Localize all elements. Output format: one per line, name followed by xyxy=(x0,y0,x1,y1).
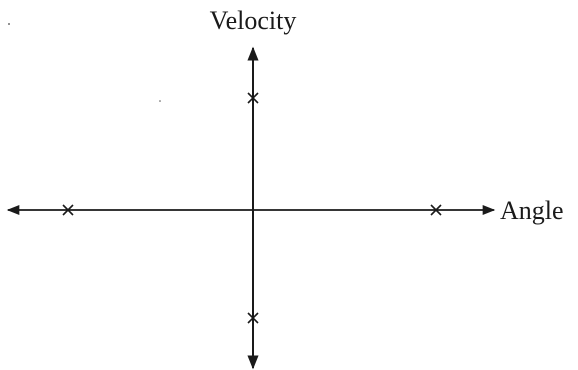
marker-top xyxy=(247,92,259,104)
scan-speck xyxy=(8,23,10,25)
velocity-label: Velocity xyxy=(210,6,297,35)
marker-right xyxy=(430,204,442,216)
marker-bottom xyxy=(247,312,259,324)
angle-label: Angle xyxy=(500,196,564,225)
scan-speck xyxy=(159,100,161,102)
marker-left xyxy=(62,204,74,216)
